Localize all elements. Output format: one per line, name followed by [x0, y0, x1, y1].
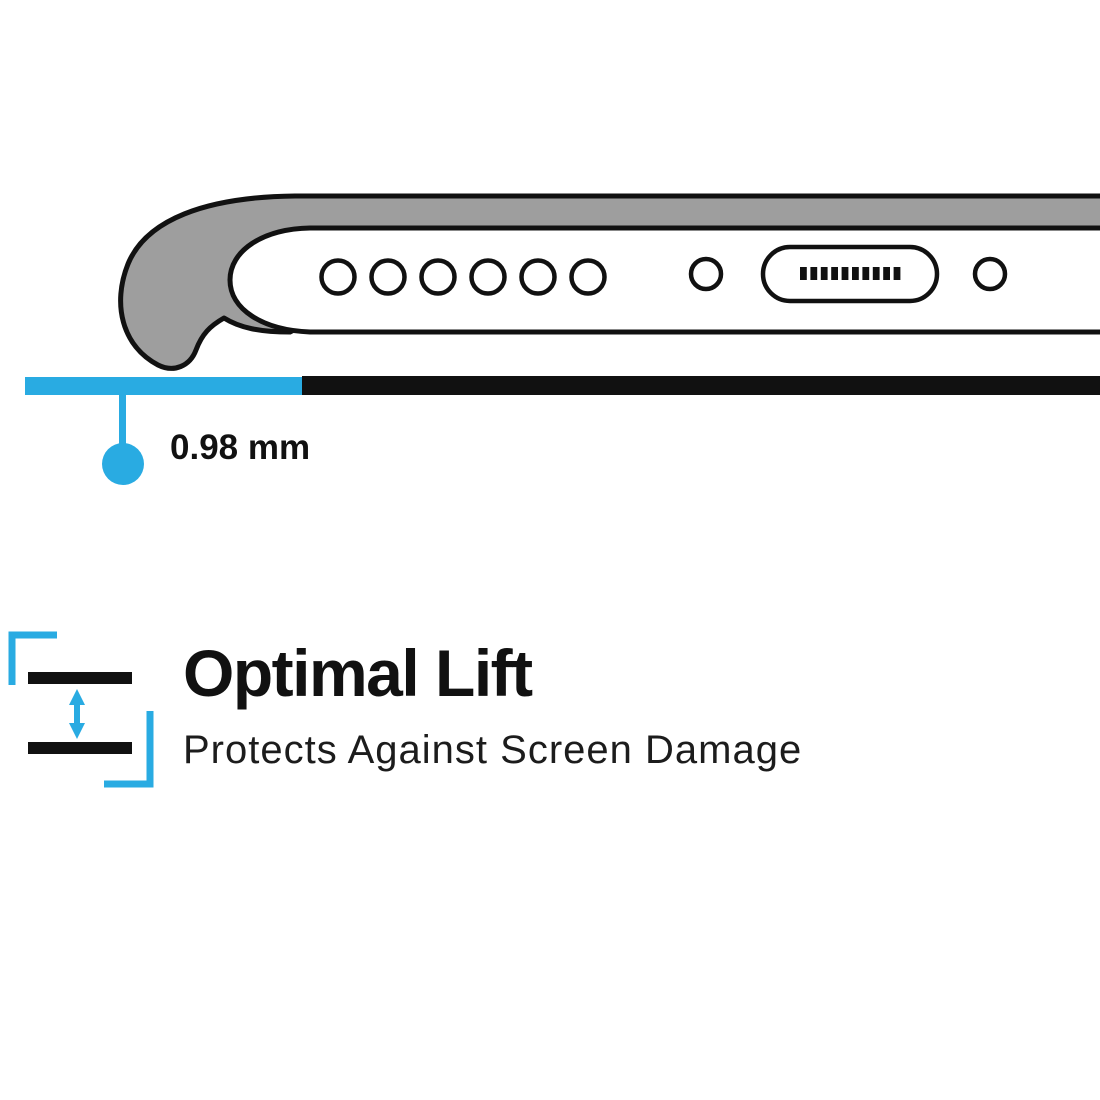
phone-body — [227, 225, 1100, 335]
phone-illustration — [118, 193, 1100, 371]
feature-subtitle: Protects Against Screen Damage — [183, 728, 803, 772]
speaker-hole — [469, 258, 507, 296]
lift-gap-icon — [8, 631, 154, 788]
screw-hole-left — [688, 256, 724, 292]
speaker-hole — [569, 258, 607, 296]
lower-surface-bar-icon — [28, 742, 132, 754]
measurement-dot — [102, 443, 144, 485]
port-pins — [800, 267, 901, 280]
measurement-label: 0.98 mm — [170, 428, 311, 467]
feature-title: Optimal Lift — [183, 636, 533, 710]
arrow-down-head-icon — [69, 723, 85, 739]
speaker-hole — [369, 258, 407, 296]
speaker-holes — [319, 258, 607, 296]
charging-port-outline — [760, 244, 940, 304]
speaker-hole — [319, 258, 357, 296]
upper-surface-bar-icon — [28, 672, 132, 684]
charging-port — [760, 244, 940, 304]
surface-bar — [302, 376, 1100, 395]
surface-bar-accent-segment — [25, 377, 302, 395]
corner-bracket-top-left-icon — [8, 631, 57, 685]
measurement-leader-line — [119, 395, 126, 447]
corner-bracket-bottom-right-icon — [104, 711, 154, 788]
arrow-up-head-icon — [69, 689, 85, 705]
speaker-hole — [519, 258, 557, 296]
screw-hole-right — [972, 256, 1008, 292]
speaker-hole — [419, 258, 457, 296]
